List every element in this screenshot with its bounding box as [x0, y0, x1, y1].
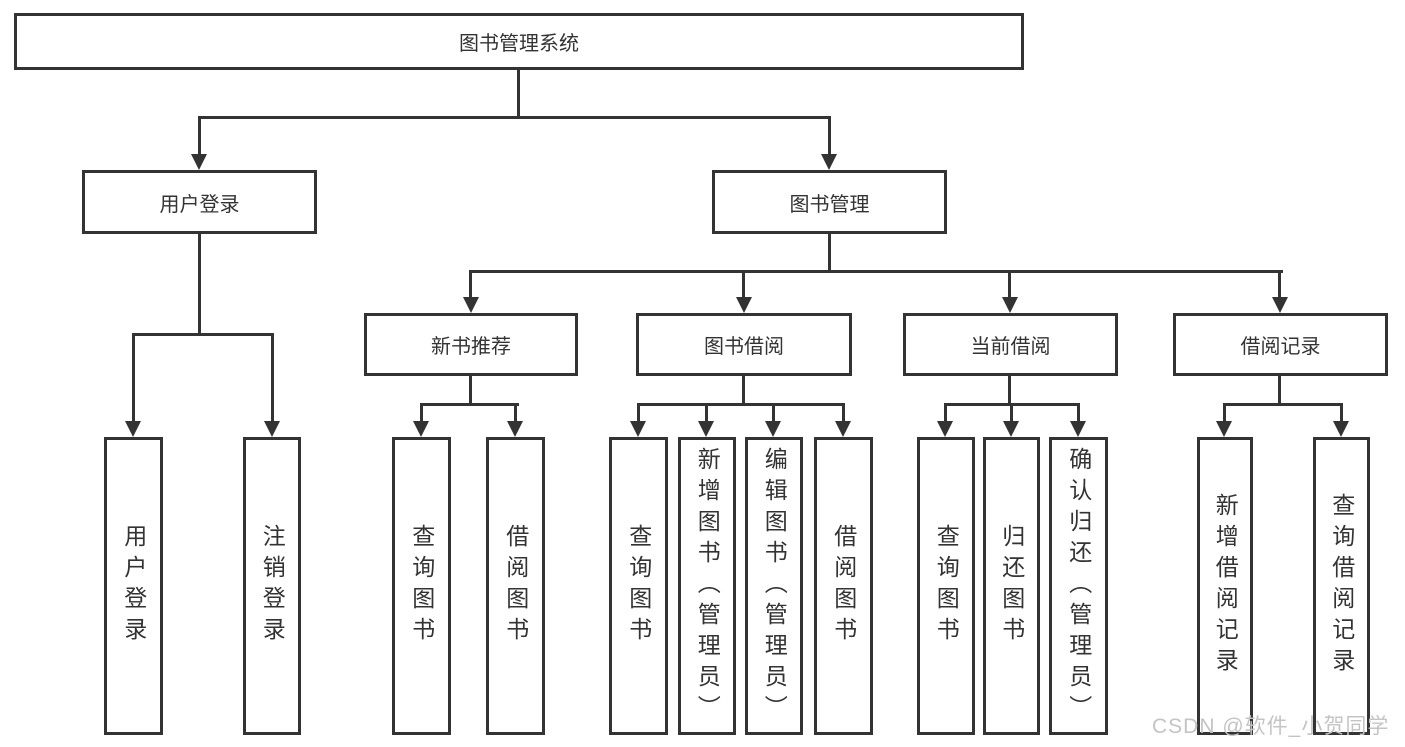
node-leaf-confirm-return-admin-label: 确认归还（管理员）: [1065, 446, 1092, 726]
node-leaf-query-book-2: 查询图书: [609, 437, 668, 735]
arrow-down-icon: [698, 421, 714, 437]
arrow-down-icon: [1003, 421, 1019, 437]
node-root: 图书管理系统: [14, 13, 1024, 70]
connector-line: [705, 403, 708, 423]
node-leaf-user-login-label: 用户登录: [120, 524, 147, 648]
arrow-down-icon: [191, 154, 207, 170]
node-book-management: 图书管理: [712, 170, 947, 234]
arrow-down-icon: [1216, 421, 1232, 437]
arrow-down-icon: [413, 421, 429, 437]
connector-line: [469, 376, 472, 405]
connector-line: [828, 116, 831, 156]
connector-line: [772, 403, 775, 423]
connector-line: [742, 376, 745, 405]
node-current-borrow: 当前借阅: [903, 313, 1118, 376]
connector-line: [1340, 403, 1343, 423]
node-leaf-logout: 注销登录: [243, 437, 301, 735]
node-leaf-return-book-label: 归还图书: [998, 524, 1025, 648]
node-leaf-add-book-admin: 新增图书（管理员）: [678, 437, 736, 735]
arrow-down-icon: [1272, 297, 1288, 313]
node-leaf-borrow-book-2-label: 借阅图书: [830, 524, 857, 648]
node-user-login-label: 用户登录: [159, 193, 240, 216]
connector-line: [198, 116, 201, 156]
connector-line: [1278, 270, 1281, 299]
connector-line: [514, 403, 517, 423]
connector-line: [469, 270, 1283, 273]
connector-line: [1008, 270, 1011, 299]
connector-line: [742, 270, 745, 299]
connector-line: [132, 333, 135, 423]
connector-line: [132, 333, 274, 336]
connector-line: [1223, 403, 1343, 406]
node-leaf-query-book-3-label: 查询图书: [933, 524, 960, 648]
connector-line: [842, 403, 845, 423]
node-leaf-user-login: 用户登录: [104, 437, 163, 735]
node-leaf-borrow-book-1: 借阅图书: [486, 437, 545, 735]
arrow-down-icon: [937, 421, 953, 437]
connector-line: [271, 333, 274, 423]
connector-line: [944, 403, 947, 423]
node-leaf-logout-label: 注销登录: [259, 524, 286, 648]
connector-line: [828, 234, 831, 273]
arrow-down-icon: [507, 421, 523, 437]
node-leaf-query-borrow-record: 查询借阅记录: [1313, 437, 1370, 735]
node-borrow-records-label: 借阅记录: [1240, 336, 1321, 358]
connector-line: [420, 403, 519, 406]
node-book-management-label: 图书管理: [789, 193, 870, 216]
arrow-down-icon: [264, 421, 280, 437]
node-leaf-query-book-1-label: 查询图书: [408, 524, 435, 648]
arrow-down-icon: [1333, 421, 1349, 437]
arrow-down-icon: [821, 154, 837, 170]
connector-line: [637, 403, 640, 423]
node-book-borrow: 图书借阅: [636, 313, 852, 376]
node-new-book-recommend: 新书推荐: [364, 313, 578, 376]
connector-line: [1010, 403, 1013, 423]
arrow-down-icon: [125, 421, 141, 437]
node-current-borrow-label: 当前借阅: [970, 336, 1051, 358]
node-user-login: 用户登录: [82, 170, 317, 234]
node-leaf-query-book-2-label: 查询图书: [625, 524, 652, 648]
node-leaf-borrow-book-2: 借阅图书: [814, 437, 873, 735]
connector-line: [517, 69, 520, 118]
connector-line: [637, 403, 845, 406]
node-leaf-add-borrow-record: 新增借阅记录: [1197, 437, 1253, 735]
node-leaf-query-borrow-record-label: 查询借阅记录: [1328, 493, 1355, 679]
node-leaf-confirm-return-admin: 确认归还（管理员）: [1049, 437, 1108, 735]
node-leaf-add-borrow-record-label: 新增借阅记录: [1212, 493, 1239, 679]
node-leaf-borrow-book-1-label: 借阅图书: [502, 524, 529, 648]
arrow-down-icon: [765, 421, 781, 437]
node-leaf-query-book-1: 查询图书: [392, 437, 451, 735]
connector-line: [1278, 376, 1281, 405]
connector-line: [1077, 403, 1080, 423]
connector-line: [198, 234, 201, 335]
node-leaf-query-book-3: 查询图书: [917, 437, 975, 735]
node-leaf-edit-book-admin-label: 编辑图书（管理员）: [761, 446, 788, 726]
arrow-down-icon: [463, 297, 479, 313]
node-root-label: 图书管理系统: [459, 33, 579, 55]
connector-line: [420, 403, 423, 423]
connector-line: [1223, 403, 1226, 423]
arrow-down-icon: [1002, 297, 1018, 313]
node-leaf-edit-book-admin: 编辑图书（管理员）: [745, 437, 803, 735]
connector-line: [1008, 376, 1011, 405]
node-leaf-add-book-admin-label: 新增图书（管理员）: [694, 446, 721, 726]
arrow-down-icon: [630, 421, 646, 437]
arrow-down-icon: [1070, 421, 1086, 437]
arrow-down-icon: [736, 297, 752, 313]
connector-line: [469, 270, 472, 299]
node-book-borrow-label: 图书借阅: [704, 336, 784, 358]
connector-line: [198, 116, 831, 119]
watermark: CSDN @软件_小贺同学: [1152, 715, 1390, 738]
node-leaf-return-book: 归还图书: [983, 437, 1040, 735]
node-borrow-records: 借阅记录: [1173, 313, 1388, 376]
node-new-book-recommend-label: 新书推荐: [431, 336, 511, 358]
arrow-down-icon: [835, 421, 851, 437]
